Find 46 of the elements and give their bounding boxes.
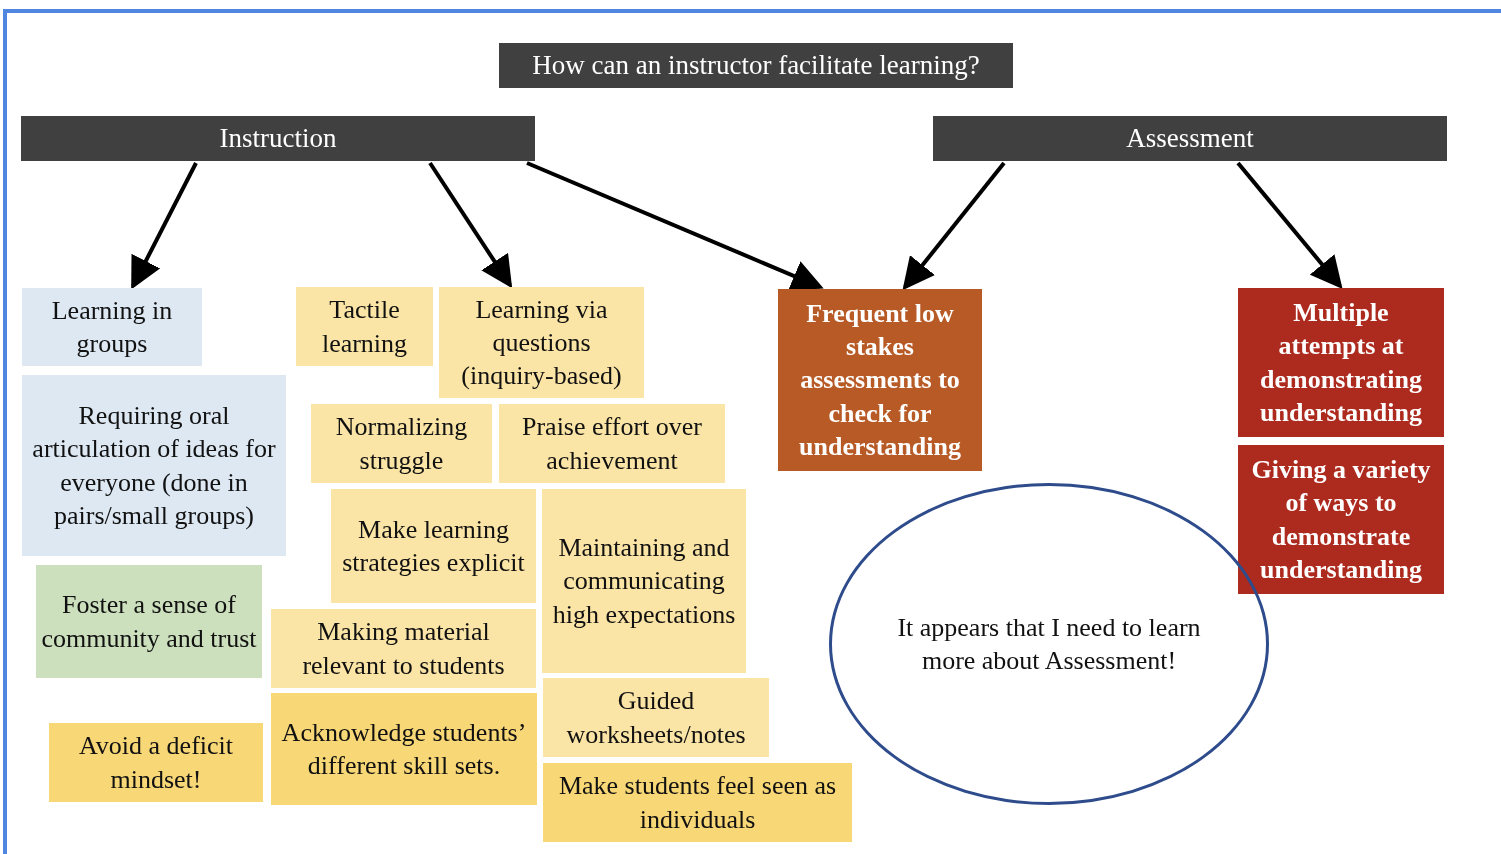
strategy-note xyxy=(22,288,202,366)
note-text: Foster a sense of community and trust xyxy=(40,589,258,655)
strategy-note xyxy=(543,763,852,842)
arrow xyxy=(1236,161,1343,290)
note-text: It appears that I need to learn more about Assessment! xyxy=(896,611,1202,677)
title-box xyxy=(499,43,1013,88)
arrow xyxy=(131,162,198,290)
note-text: Learning via questions (inquiry-based) xyxy=(460,293,623,393)
strategy-note xyxy=(542,489,746,673)
strategy-note xyxy=(499,404,725,483)
strategy-note xyxy=(49,723,263,802)
note-text: Make learning strategies explicit xyxy=(341,513,526,579)
heading-text: How can an instructor facilitate learning? xyxy=(532,49,980,83)
category-header xyxy=(21,116,535,161)
note-text: Acknowledge students’ different skill sets. xyxy=(280,716,528,782)
assessment-note xyxy=(1238,445,1444,594)
arrow xyxy=(902,161,1006,291)
note-text: Avoid a deficit mindset! xyxy=(78,730,234,796)
note-text: Giving a variety of ways to demonstrate understanding xyxy=(1250,453,1432,586)
note-text: Multiple attempts at demonstrating understanding xyxy=(1259,296,1423,429)
strategy-note xyxy=(271,693,537,805)
note-text: Learning in groups xyxy=(50,294,174,360)
heading-text: Assessment xyxy=(1126,122,1254,156)
note-text: Praise effort over achievement xyxy=(521,411,703,477)
strategy-note xyxy=(331,489,536,603)
arrow xyxy=(428,161,513,289)
strategy-note xyxy=(36,565,262,678)
strategy-note xyxy=(439,287,644,398)
assessment-note xyxy=(778,289,982,471)
note-text: Make students feel seen as individuals xyxy=(557,770,838,836)
arrow xyxy=(526,161,824,291)
note-text: Tactile learning xyxy=(320,294,409,360)
note-text: Normalizing struggle xyxy=(334,411,469,477)
category-header xyxy=(933,116,1447,161)
note-text: Guided worksheets/notes xyxy=(565,685,747,751)
note-text: Making material relevant to students xyxy=(301,616,506,682)
note-text: Frequent low stakes assessments to check for understanding xyxy=(798,297,962,463)
strategy-note xyxy=(543,678,769,757)
heading-text: Instruction xyxy=(219,122,337,156)
note-text: Requiring oral articulation of ideas for everyone (done in pairs/small groups) xyxy=(31,399,277,532)
assessment-note xyxy=(1238,288,1444,437)
strategy-note xyxy=(22,375,286,556)
note-text: Maintaining and communicating high expectations xyxy=(551,532,737,631)
strategy-note xyxy=(311,404,492,483)
strategy-note xyxy=(271,609,536,688)
strategy-note xyxy=(296,287,433,366)
